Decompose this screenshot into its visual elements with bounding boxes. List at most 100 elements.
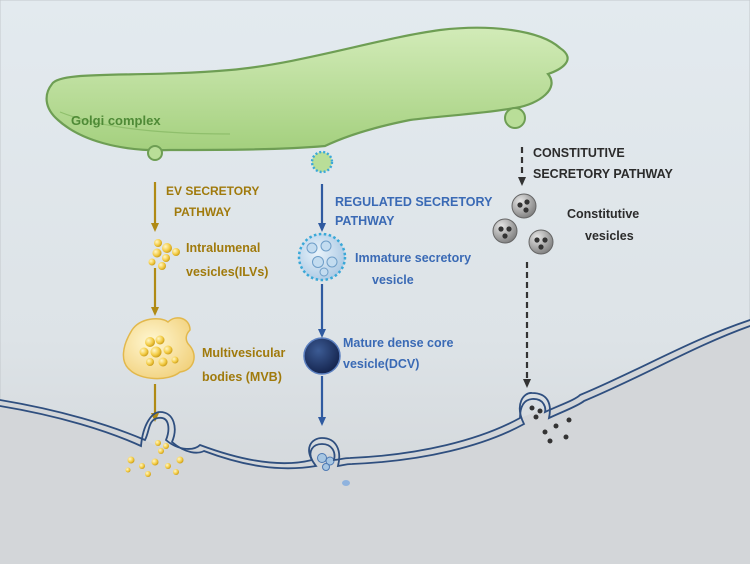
ilv-vesicle	[162, 243, 172, 253]
regulated-fusion-contents	[317, 453, 350, 486]
mature-vesicle-label-line1: Mature dense core	[343, 336, 454, 350]
immature-vesicle-granule	[326, 256, 338, 268]
constitutive-pathway-label-line2: SECRETORY PATHWAY	[533, 167, 674, 181]
constitutive-vesicle-cargo	[534, 237, 540, 243]
immature-vesicle-label: Immature secretory vesicle	[355, 251, 475, 287]
extracellular-space	[0, 320, 750, 564]
released-granule	[325, 456, 335, 466]
constitutive-vesicle-body	[528, 229, 554, 255]
mvb-ilv	[150, 346, 162, 358]
ilv-vesicle	[152, 248, 162, 258]
golgi-complex	[45, 26, 569, 174]
constitutive-vesicle-body	[492, 218, 518, 244]
regulated-pathway-label-line2: PATHWAY	[335, 214, 395, 228]
mvb-ilv	[145, 337, 155, 347]
regulated-secretory-pathway	[297, 184, 350, 486]
constitutive-vesicle-cargo	[502, 233, 508, 239]
ilv-label-line2: vesicles(ILVs)	[186, 265, 268, 279]
mvb-ilv	[171, 356, 179, 364]
released-granule	[342, 480, 350, 486]
regulated-pathway-label-line1: REGULATED SECRETORY	[335, 195, 493, 209]
golgi-bud-right	[504, 107, 526, 129]
ilv-label-line1: Intralumenal	[186, 241, 260, 255]
constitutive-vesicle-cargo	[523, 207, 529, 213]
exosome-release	[125, 440, 184, 477]
ev-pathway-label-line1: EV SECRETORY	[166, 184, 259, 198]
ilv-vesicle	[154, 239, 162, 247]
immature-vesicle-granule	[306, 242, 318, 254]
constitutive-vesicle-cargo	[498, 226, 504, 232]
exosome	[125, 467, 131, 473]
exosome	[139, 463, 145, 469]
regulated-pathway-label: REGULATED SECRETORY PATHWAY	[335, 195, 496, 228]
exosome	[151, 458, 159, 466]
released-granule	[317, 453, 327, 463]
ilv-vesicle	[162, 254, 170, 262]
exosome	[173, 469, 179, 475]
ilv-vesicle	[172, 248, 180, 256]
exosome	[145, 471, 151, 477]
mature-vesicle-label-line2: vesicle(DCV)	[343, 357, 419, 371]
constitutive-vesicle-cargo	[524, 199, 530, 205]
exosome	[163, 443, 169, 449]
ilv-vesicle	[148, 258, 156, 266]
immature-vesicle-granule	[312, 256, 324, 268]
exosome	[155, 440, 161, 446]
mvb-label: Multivesicular bodies (MVB)	[202, 346, 289, 384]
released-cargo	[547, 438, 553, 444]
mvb-label-line1: Multivesicular	[202, 346, 285, 360]
constitutive-vesicle	[528, 229, 554, 255]
constitutive-vesicle-cargo	[506, 226, 512, 232]
dense-core-vesicle	[303, 337, 341, 375]
golgi-bud-regulated	[310, 150, 334, 174]
ev-secretory-pathway	[122, 182, 195, 477]
immature-vesicle-granule	[320, 240, 332, 252]
constitutive-pathway-label: CONSTITUTIVE SECRETORY PATHWAY	[533, 146, 674, 181]
immature-vesicle-granule	[319, 267, 329, 277]
immature-vesicle-label-line1: Immature secretory	[355, 251, 471, 265]
constitutive-pathway-label-line1: CONSTITUTIVE	[533, 146, 625, 160]
constitutive-vesicle-cargo	[538, 244, 544, 250]
released-cargo	[566, 417, 572, 423]
exosome	[165, 463, 171, 469]
constitutive-vesicles-label-line2: vesicles	[585, 229, 634, 243]
ilv-vesicle	[158, 262, 166, 270]
membrane-outer-leaflet	[0, 319, 750, 465]
released-cargo	[533, 414, 539, 420]
constitutive-vesicles-label: Constitutive vesicles	[567, 207, 643, 243]
released-cargo	[563, 434, 569, 440]
ilv-label: Intralumenal vesicles(ILVs)	[186, 241, 268, 279]
golgi-label: Golgi complex	[71, 113, 161, 128]
constitutive-vesicle	[492, 218, 518, 244]
released-cargo	[553, 423, 559, 429]
exosome	[127, 456, 135, 464]
ev-pathway-label-line2: PATHWAY	[174, 205, 231, 219]
constitutive-vesicle-cargo	[517, 202, 523, 208]
released-cargo	[542, 429, 548, 435]
constitutive-vesicle-cargo	[542, 237, 548, 243]
mvb-ilv	[155, 335, 165, 345]
immature-secretory-vesicle	[297, 232, 347, 282]
mature-vesicle-label: Mature dense core vesicle(DCV)	[343, 336, 457, 371]
constitutive-secretory-pathway	[492, 147, 572, 444]
released-cargo	[537, 408, 543, 414]
mvb-label-line2: bodies (MVB)	[202, 370, 282, 384]
constitutive-fusion-contents	[529, 405, 572, 444]
constitutive-vesicle	[511, 193, 537, 219]
exosome	[158, 448, 164, 454]
immature-vesicle-label-line2: vesicle	[372, 273, 414, 287]
plasma-membrane	[0, 319, 750, 470]
golgi-bud-left	[147, 145, 163, 161]
membrane-inner-leaflet	[0, 325, 750, 470]
golgi-cisterna-line	[59, 111, 231, 135]
mvb-ilv	[139, 347, 149, 357]
mvb-ilv	[158, 357, 168, 367]
mvb-ilv	[163, 345, 173, 355]
constitutive-vesicles-label-line1: Constitutive	[567, 207, 639, 221]
exosome	[176, 456, 184, 464]
mvb	[122, 317, 195, 380]
released-granule	[322, 463, 330, 471]
ilv-cluster	[148, 239, 180, 270]
